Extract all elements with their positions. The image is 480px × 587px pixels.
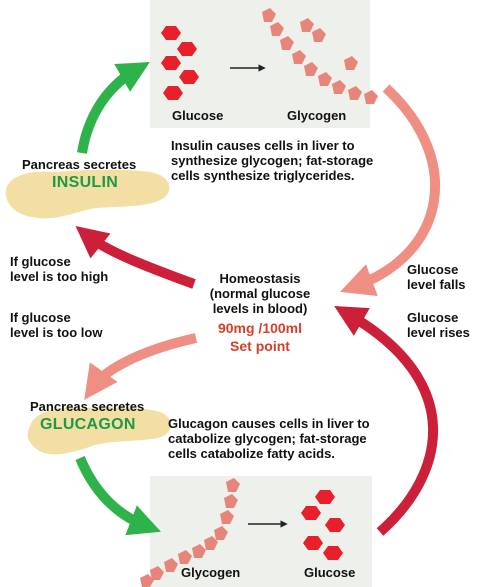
- glycogen-label-top: Glycogen: [287, 108, 347, 123]
- insulin-hormone-label: INSULIN: [52, 174, 119, 191]
- glucagon-effect-text: Glucagon causes cells in liver to catabo…: [168, 416, 370, 461]
- glucagon-hormone-label: GLUCAGON: [40, 416, 136, 433]
- condition-glucose-falls: Glucose level falls: [407, 262, 466, 292]
- red-arrow-bottom-to-homeostasis: [334, 306, 438, 536]
- set-point-label: Set point: [230, 338, 290, 354]
- homeostasis-title: Homeostasis (normal glucose levels in bl…: [209, 271, 311, 316]
- set-point-value: 90mg /100ml: [217, 320, 303, 336]
- glucose-hexagons-bottom: [301, 490, 345, 560]
- salmon-arrow-top-to-homeostasis: [340, 84, 441, 297]
- condition-too-high: If glucose level is too high: [10, 254, 109, 284]
- condition-glucose-rises: Glucose level rises: [407, 310, 470, 340]
- pancreas-secretes-label-top: Pancreas secretes: [22, 157, 137, 172]
- glucose-label-top: Glucose: [172, 108, 224, 123]
- condition-too-low: If glucose level is too low: [10, 310, 103, 340]
- pancreas-secretes-label-bottom: Pancreas secretes: [30, 399, 145, 414]
- insulin-effect-text: Insulin causes cells in liver to synthes…: [171, 138, 374, 183]
- glycogen-chain-top: [262, 8, 378, 104]
- green-arrow-glucagon-to-liver: [75, 456, 161, 536]
- glycogen-label-bottom: Glycogen: [181, 565, 241, 580]
- salmon-arrow-homeostasis-to-glucagon: [84, 333, 198, 400]
- top-conversion-box: [150, 0, 370, 128]
- red-arrow-homeostasis-to-insulin: [75, 226, 196, 289]
- glycogen-chain-bottom: [140, 478, 240, 587]
- green-arrow-insulin-to-liver: [77, 62, 150, 154]
- pancreas-insulin-shape: [5, 169, 170, 219]
- pancreas-glucagon-shape: [27, 407, 172, 455]
- glucose-hexagons-top: [161, 26, 199, 100]
- glucose-label-bottom: Glucose: [304, 565, 356, 580]
